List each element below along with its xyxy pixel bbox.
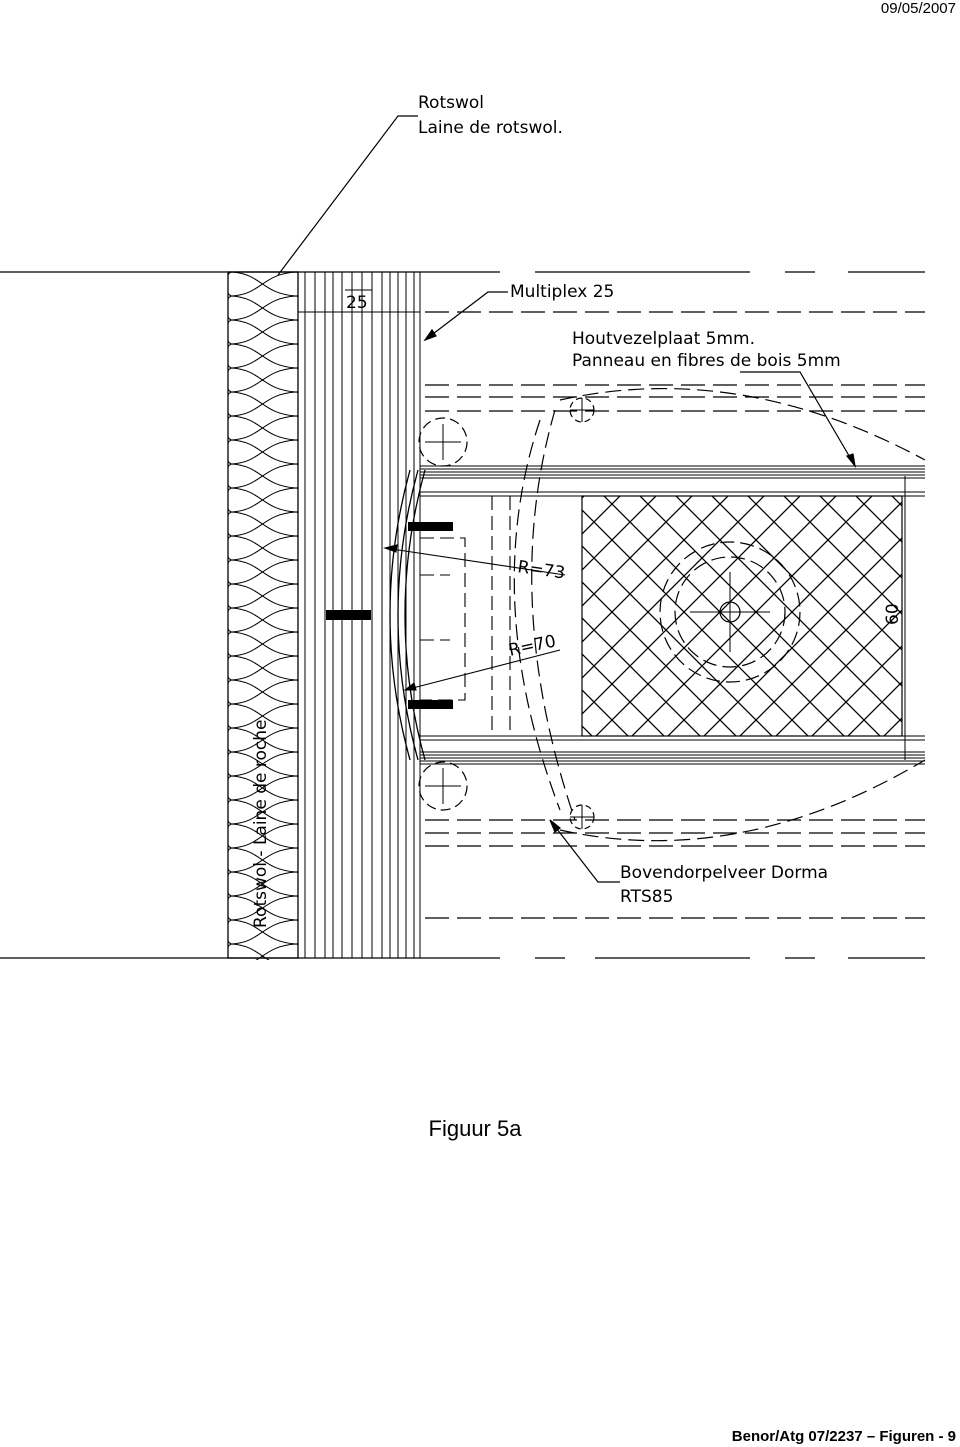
door-core-insulation (581, 495, 903, 737)
dimension-25 (298, 289, 420, 313)
fiberboard-label-fr: Panneau en fibres de bois 5mm (572, 351, 841, 371)
fiberboard-leader (740, 371, 856, 469)
rockwool-label-nl: Rotswol (418, 93, 484, 113)
closer-leader (549, 819, 620, 883)
figure-caption: Figuur 5a (428, 1116, 522, 1141)
closer-label-brand: Bovendorpelveer Dorma (620, 863, 828, 883)
radius-leaders (383, 544, 566, 691)
multiplex-leader (423, 291, 508, 342)
page-footer: Benor/Atg 07/2237 – Figuren - 9 (731, 1428, 956, 1445)
wall-insulation-label: Rotswol - Laine de roche (251, 720, 271, 928)
door-outline-dashed (425, 311, 925, 919)
rockwool-leader (277, 115, 418, 276)
hinge-profile (420, 496, 511, 736)
fiberboard-label-nl: Houtvezelplaat 5mm. (572, 329, 755, 349)
gaskets (326, 522, 453, 709)
center-marks (425, 398, 770, 829)
swing-arcs (513, 388, 926, 842)
dimension-60-label: 60 (883, 603, 903, 625)
door-leaf (420, 465, 925, 765)
curved-frame (389, 469, 426, 761)
closer-label-model: RTS85 (620, 887, 673, 907)
technical-drawing: Rotswol Laine de rotswol. Rotswol - Lain… (0, 93, 926, 960)
rockwool-label-fr: Laine de rotswol. (418, 118, 563, 138)
dimension-25-label: 25 (346, 293, 368, 313)
page-date: 09/05/2007 (880, 0, 956, 17)
radius-73-label: R=73 (516, 557, 566, 583)
radius-70-label: R=70 (507, 631, 558, 660)
multiplex-label: Multiplex 25 (510, 282, 614, 302)
